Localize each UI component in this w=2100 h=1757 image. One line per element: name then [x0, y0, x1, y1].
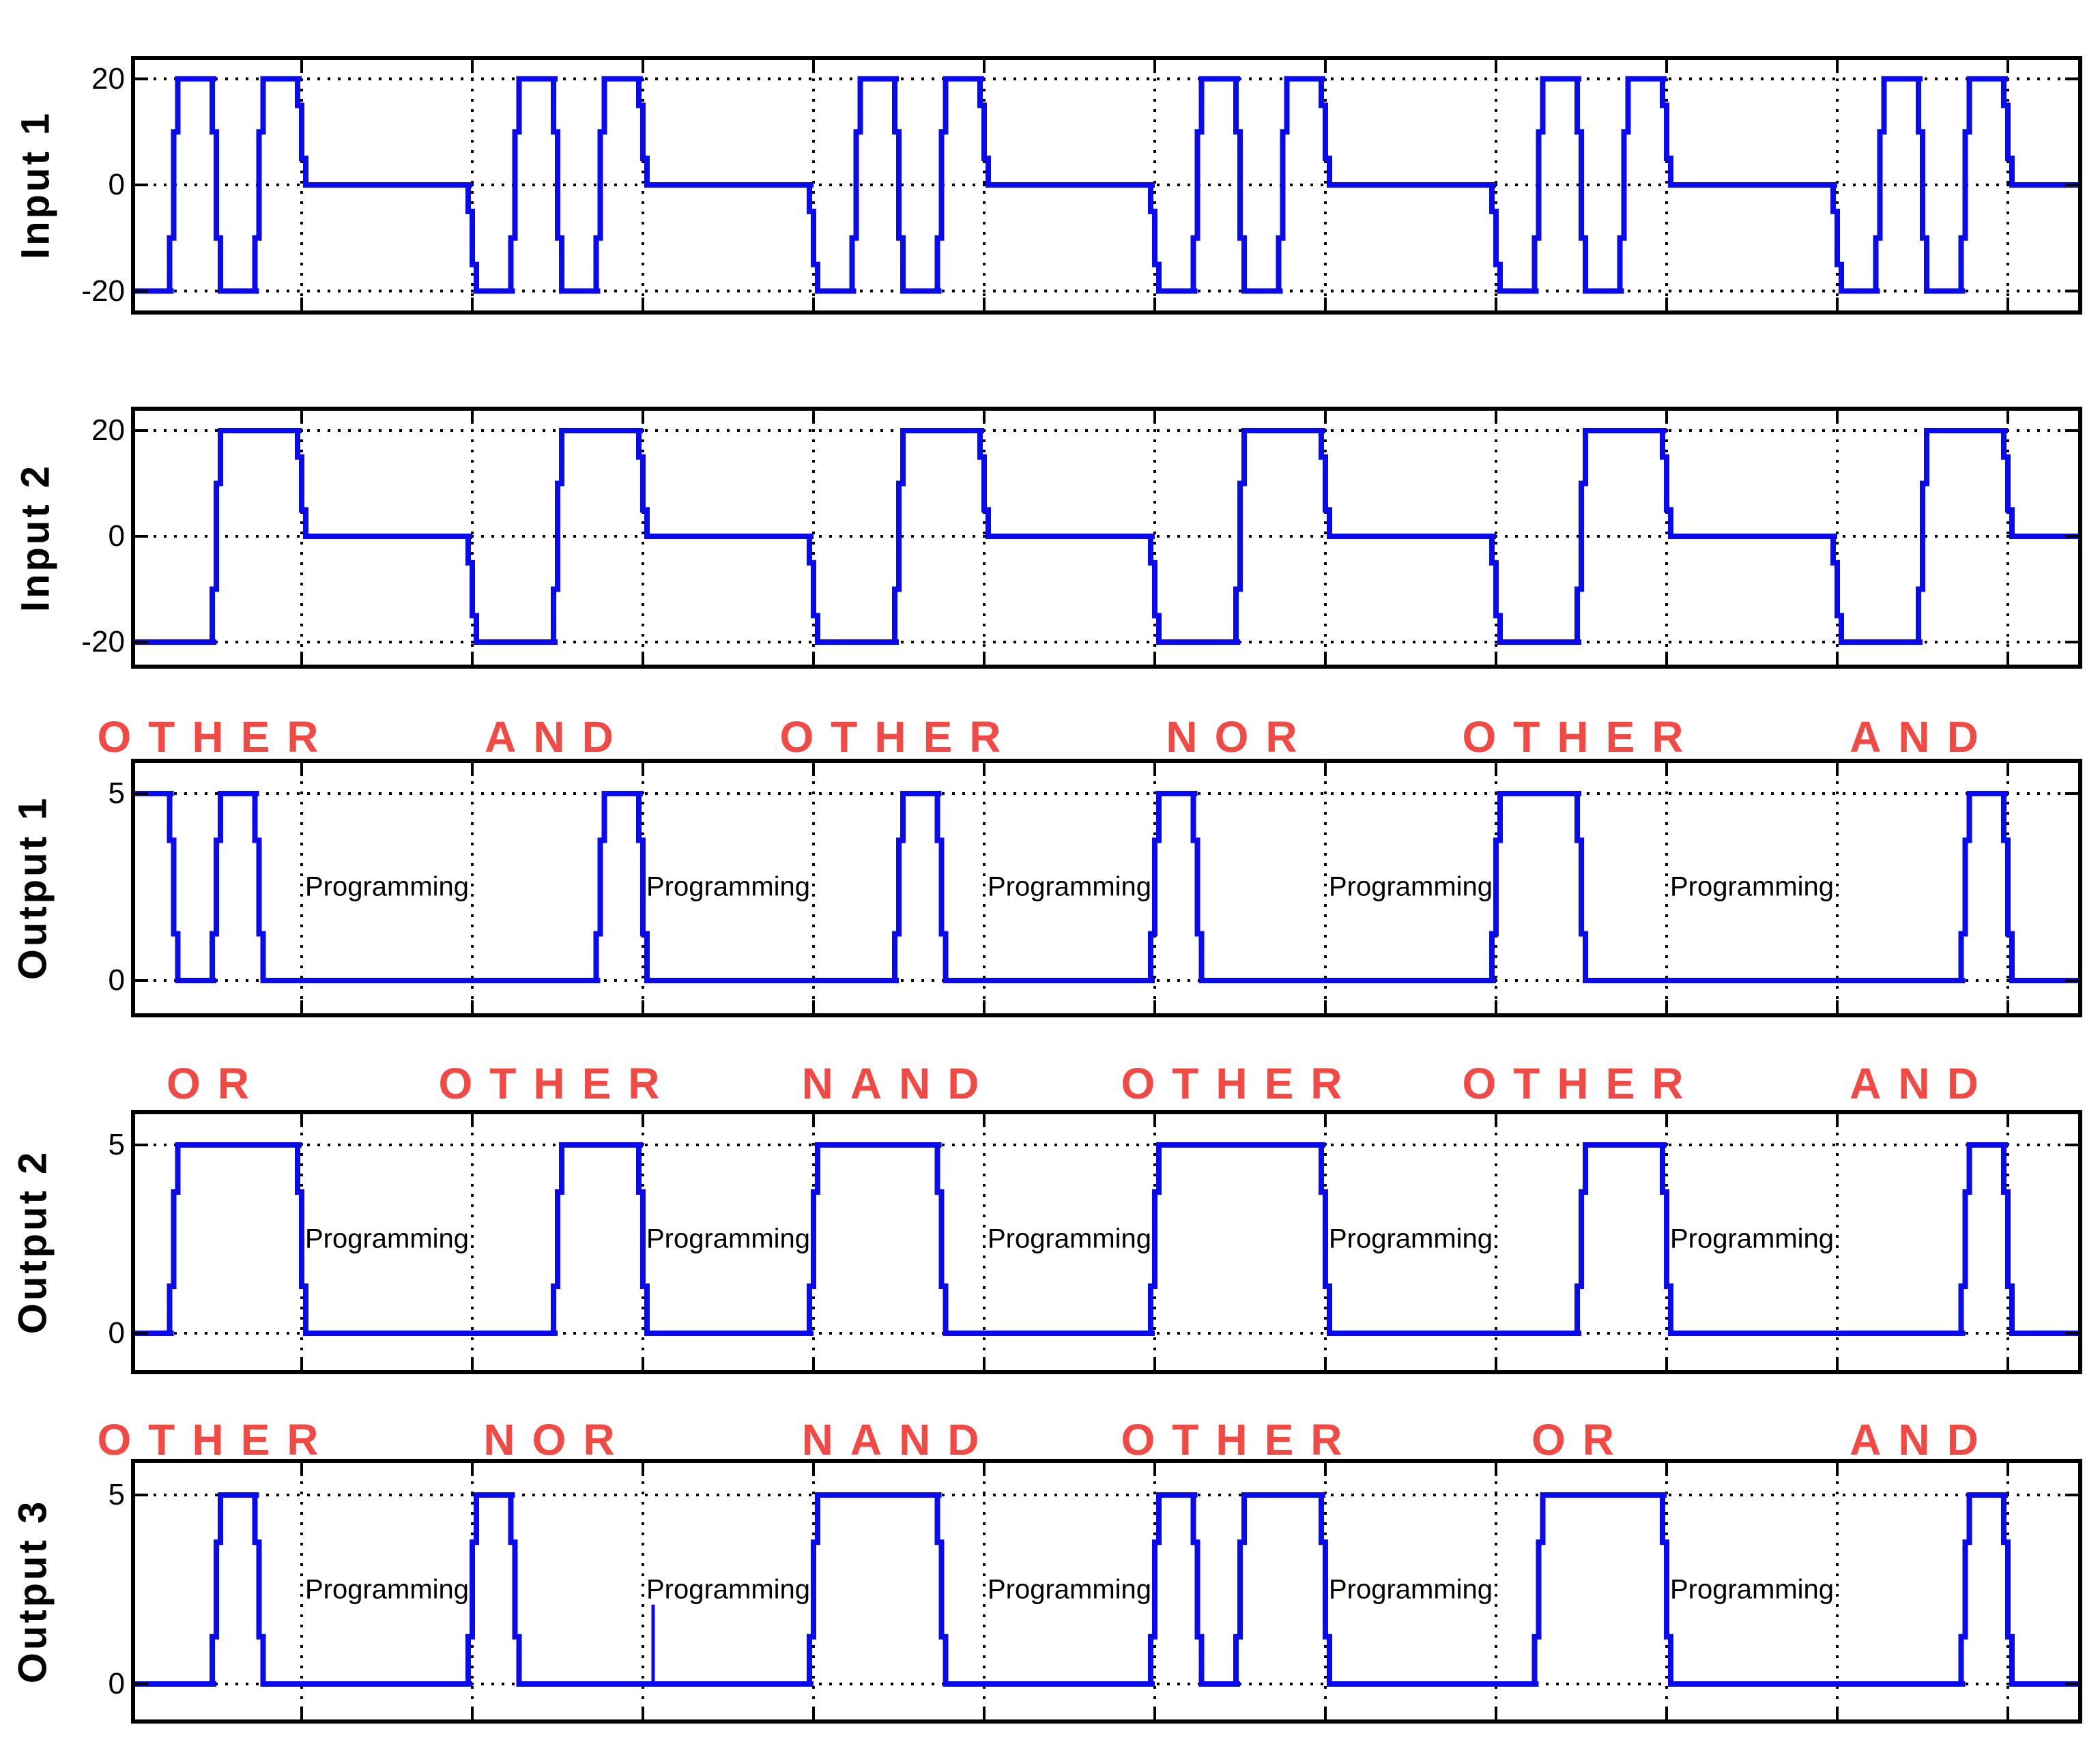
programming-label-output3-4: Programming	[1669, 1574, 1835, 1605]
gate-label-output3-1: NOR	[483, 1415, 632, 1464]
programming-label-output2-2: Programming	[987, 1223, 1152, 1254]
gate-label-output2-2: NAND	[801, 1059, 996, 1108]
programming-label-output1-0: Programming	[304, 871, 470, 902]
programming-label-output2-4: Programming	[1669, 1223, 1835, 1254]
programming-label-output3-1: Programming	[646, 1574, 811, 1605]
gate-label-output3-2: NAND	[801, 1415, 996, 1464]
gate-label-output1-4: OTHER	[1462, 712, 1701, 761]
gate-label-output2-0: OR	[167, 1059, 266, 1108]
ylabel-output-2: Output 2	[10, 1149, 55, 1335]
ytick-label-panel1-20: 20	[91, 61, 125, 96]
ytick-label-panel1-0: 0	[108, 168, 125, 201]
gate-label-output2-1: OTHER	[438, 1059, 677, 1108]
ytick-label-panel5-5: 5	[108, 1478, 125, 1511]
programming-label-output2-3: Programming	[1328, 1223, 1493, 1254]
gate-label-output1-1: AND	[485, 712, 631, 761]
ytick-label-panel3-0: 0	[108, 963, 125, 997]
programming-label-output1-2: Programming	[987, 871, 1152, 902]
ytick-label-panel4-0: 0	[108, 1316, 125, 1350]
programming-label-output1-3: Programming	[1328, 871, 1493, 902]
ytick-label-panel3-5: 5	[108, 776, 125, 810]
ylabel-output-1: Output 1	[10, 795, 55, 981]
gate-label-output1-0: OTHER	[97, 712, 336, 761]
ytick-label-panel1--20: -20	[81, 274, 125, 308]
ytick-label-panel2--20: -20	[81, 625, 125, 658]
gate-label-output1-2: OTHER	[779, 712, 1018, 761]
programming-label-output3-0: Programming	[304, 1574, 470, 1605]
gate-label-output3-0: OTHER	[97, 1415, 336, 1464]
programming-label-output3-3: Programming	[1328, 1574, 1493, 1605]
ytick-label-panel2-0: 0	[108, 519, 125, 553]
programming-label-output3-2: Programming	[987, 1574, 1152, 1605]
gate-label-output1-5: AND	[1850, 712, 1996, 761]
programming-label-output1-4: Programming	[1669, 871, 1835, 902]
gate-label-output3-4: OR	[1531, 1415, 1631, 1464]
programming-label-output2-1: Programming	[646, 1223, 811, 1254]
gate-label-output1-3: NOR	[1166, 712, 1314, 761]
ytick-label-panel5-0: 0	[108, 1667, 125, 1700]
gate-label-output3-5: AND	[1850, 1415, 1996, 1464]
ylabel-output-3: Output 3	[10, 1498, 55, 1684]
gate-label-output3-3: OTHER	[1121, 1415, 1360, 1464]
gate-label-output2-5: AND	[1850, 1059, 1996, 1108]
ytick-label-panel4-5: 5	[108, 1128, 125, 1161]
programming-label-output2-0: Programming	[304, 1223, 470, 1254]
programming-label-output1-1: Programming	[646, 871, 811, 902]
gate-label-output2-4: OTHER	[1462, 1059, 1701, 1108]
gate-label-output2-3: OTHER	[1121, 1059, 1360, 1108]
ytick-label-panel2-20: 20	[91, 413, 125, 447]
